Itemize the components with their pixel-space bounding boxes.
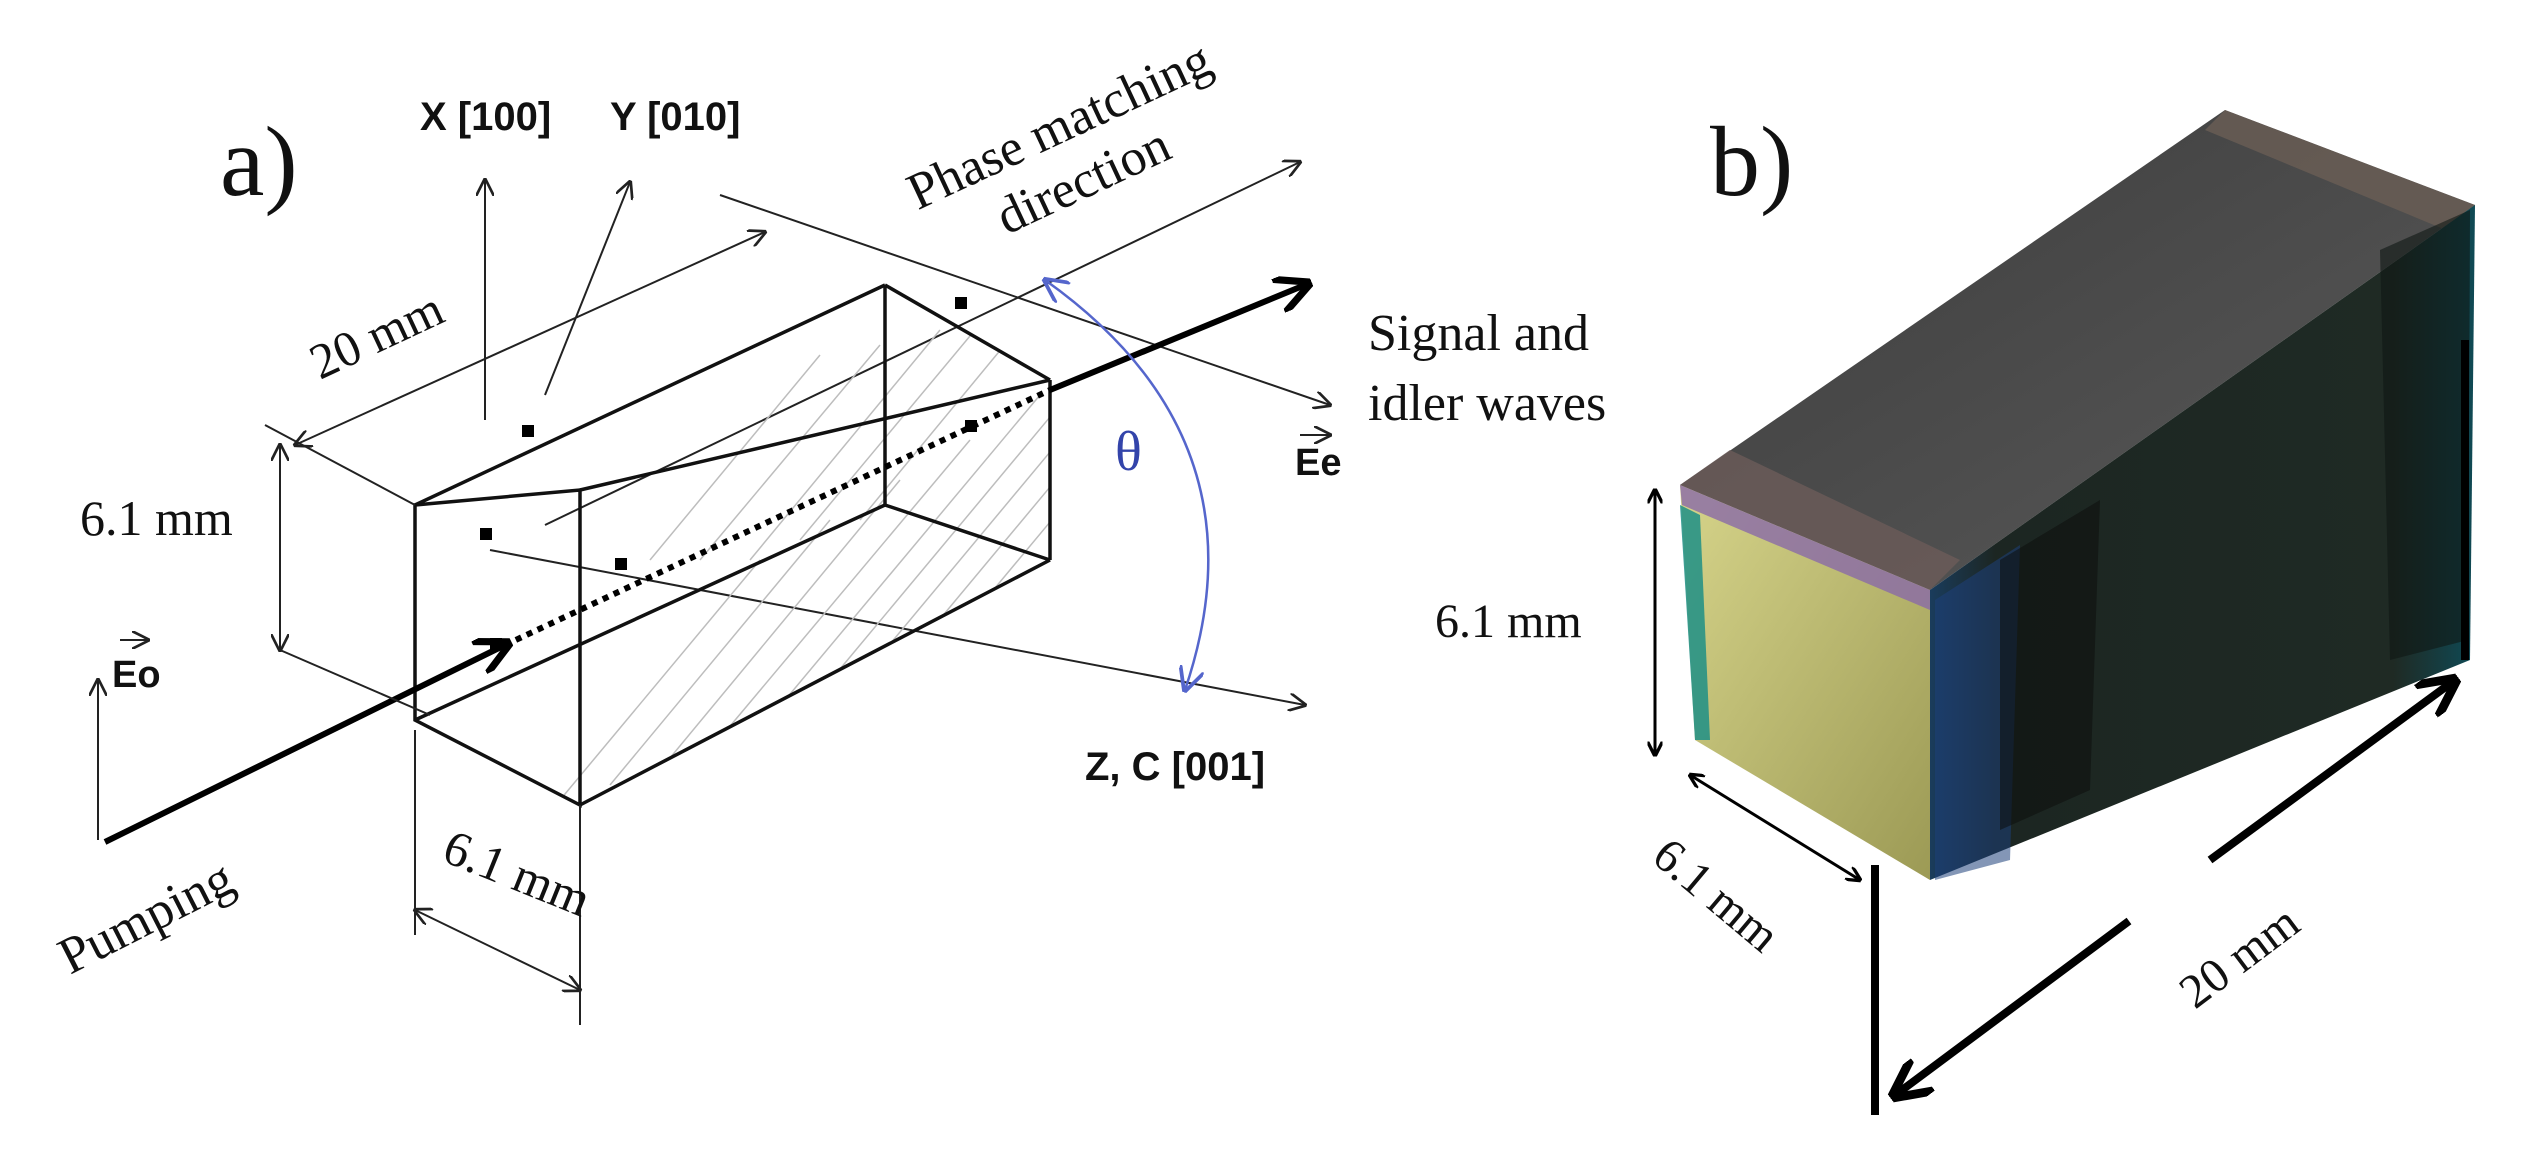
photo-width-line <box>1690 775 1860 880</box>
length-label: 20 mm <box>301 280 452 390</box>
photo-length-arrow-right <box>2207 680 2455 864</box>
panel-a: a) X [100] Y [010] Z, C [001] <box>50 31 1606 1025</box>
width-dimension-line <box>415 910 580 990</box>
y-axis-label: Y [010] <box>610 95 740 139</box>
y-axis-line <box>544 182 630 396</box>
length-dim-ext-left <box>264 424 416 506</box>
photo-length-label: 20 mm <box>2170 895 2309 1018</box>
signal-label-line2: idler waves <box>1368 375 1606 432</box>
phase-matching-line <box>544 162 1300 526</box>
height-label: 6.1 mm <box>80 490 233 546</box>
output-beam <box>1048 285 1305 393</box>
x-axis-label: X [100] <box>420 95 551 139</box>
crystal-end-face <box>1680 485 1930 880</box>
length-dimension-line <box>295 232 765 445</box>
photo-width-label: 6.1 mm <box>1643 828 1789 963</box>
ee-axis-line <box>719 194 1330 405</box>
ee-label: Ee <box>1295 442 1341 484</box>
photo-length-arrow-left <box>1894 917 2132 1096</box>
beam-in-crystal <box>503 387 1052 648</box>
theta-arc <box>1045 280 1210 690</box>
signal-label-line1: Signal and <box>1368 305 1589 362</box>
pumping-label: Pumping <box>50 850 243 986</box>
panel-b-label: b) <box>1710 106 1793 217</box>
height-dim-ext <box>279 649 431 716</box>
z-axis-line <box>489 549 1305 705</box>
z-axis-label: Z, C [001] <box>1085 745 1265 789</box>
panel-b: b) 6.1 mm 6.1 mm 20 mm <box>1435 106 2475 1115</box>
eo-label: Eo <box>112 654 161 696</box>
pump-beam <box>103 645 505 845</box>
theta-label: θ <box>1115 421 1142 483</box>
side-face-hatching <box>559 289 1050 801</box>
crystal-box <box>413 283 1052 808</box>
crystal-photo <box>1680 110 2475 880</box>
photo-height-label: 6.1 mm <box>1435 595 1582 648</box>
panel-a-label: a) <box>220 106 298 217</box>
crystal-top-face <box>1680 110 2475 590</box>
width-label: 6.1 mm <box>436 818 599 927</box>
